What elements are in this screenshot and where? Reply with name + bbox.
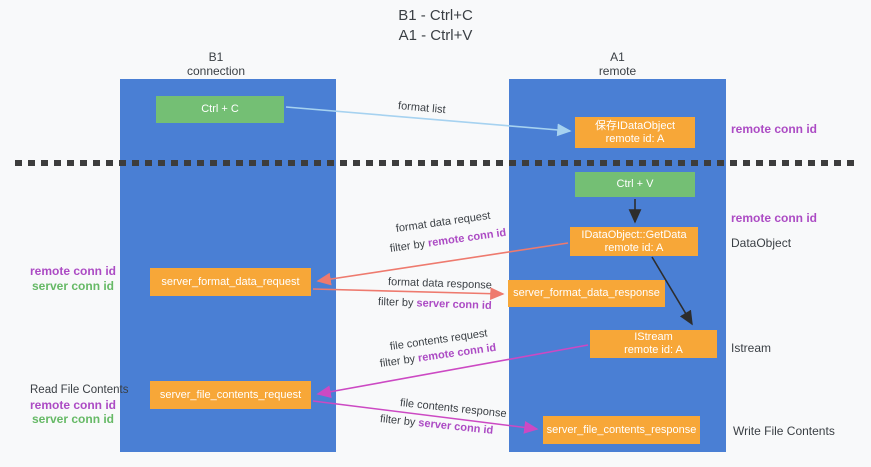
annotation-write-file-contents: Write File Contents — [733, 424, 835, 438]
annotation-istream: Istream — [731, 341, 772, 355]
arrow-label-filter-server-1: filter by server conn id — [378, 296, 492, 313]
left-column-header: B1 connection — [108, 50, 324, 78]
annotation-remote-conn-id-mid: remote conn id — [731, 211, 818, 225]
annotation-server-conn-id-left2: server conn id — [31, 412, 115, 426]
phase-divider-dashed-line — [15, 160, 856, 166]
node-ctrl-v: Ctrl + V — [575, 172, 695, 197]
right-column-role: remote — [598, 64, 637, 78]
right-column-name: A1 — [610, 50, 625, 64]
title-line-2: A1 - Ctrl+V — [398, 27, 473, 44]
arrow-label-format-list: format list — [397, 100, 447, 117]
node-server-file-contents-response: server_file_contents_response — [543, 416, 700, 444]
node-format-request-label: server_format_data_request — [161, 275, 300, 288]
filter-server-conn-id: server conn id — [416, 297, 492, 312]
right-column-header: A1 remote — [509, 50, 726, 78]
filter-server-conn-id: server conn id — [417, 417, 494, 437]
node-ctrl-c-label: Ctrl + C — [201, 103, 239, 115]
filter-remote-conn-id: remote conn id — [427, 226, 507, 250]
diagram-title: B1 - Ctrl+C A1 - Ctrl+V — [0, 6, 871, 46]
annotation-dataobject: DataObject — [731, 236, 792, 250]
node-save-idataobject-line1: 保存IDataObject — [594, 119, 676, 132]
annotation-left-conn-ids-top: remote conn id server conn id — [26, 264, 120, 294]
node-save-idataobject-line2: remote id: A — [605, 132, 665, 145]
node-idataobject-getdata: IDataObject::GetData remote id: A — [570, 227, 698, 256]
annotation-read-file-contents: Read File Contents — [30, 384, 129, 396]
filter-by-text: filter by — [379, 352, 419, 370]
node-file-request-label: server_file_contents_request — [159, 388, 302, 401]
annotation-remote-conn-id-left: remote conn id — [29, 264, 116, 278]
annotation-server-conn-id-left: server conn id — [31, 279, 115, 293]
annotation-remote-conn-id-top: remote conn id — [731, 122, 818, 136]
title-line-1: B1 - Ctrl+C — [398, 7, 473, 24]
left-column-name: B1 — [208, 50, 224, 64]
node-istream-line2: remote id: A — [624, 344, 683, 356]
node-server-file-contents-request: server_file_contents_request — [150, 381, 311, 409]
annotation-left-conn-ids-bottom: remote conn id server conn id — [26, 398, 120, 426]
node-ctrl-v-label: Ctrl + V — [616, 178, 654, 190]
filter-by-text: filter by — [379, 413, 419, 429]
node-server-format-data-request: server_format_data_request — [150, 268, 311, 296]
node-istream: IStream remote id: A — [590, 330, 717, 358]
filter-by-text: filter by — [389, 237, 429, 255]
left-column-role: connection — [186, 64, 246, 78]
filter-by-text: filter by — [377, 296, 417, 310]
node-getdata-line2: remote id: A — [604, 241, 664, 254]
node-server-format-data-response: server_format_data_response — [508, 280, 665, 307]
node-format-response-label: server_format_data_response — [513, 287, 660, 299]
node-getdata-line1: IDataObject::GetData — [581, 228, 687, 241]
node-save-idataobject: 保存IDataObject remote id: A — [575, 117, 695, 148]
node-file-response-label: server_file_contents_response — [546, 423, 697, 436]
annotation-remote-conn-id-left2: remote conn id — [29, 398, 116, 412]
arrow-label-format-data-response: format data response — [387, 276, 493, 292]
node-ctrl-c: Ctrl + C — [156, 96, 284, 123]
node-istream-line1: IStream — [634, 331, 673, 343]
